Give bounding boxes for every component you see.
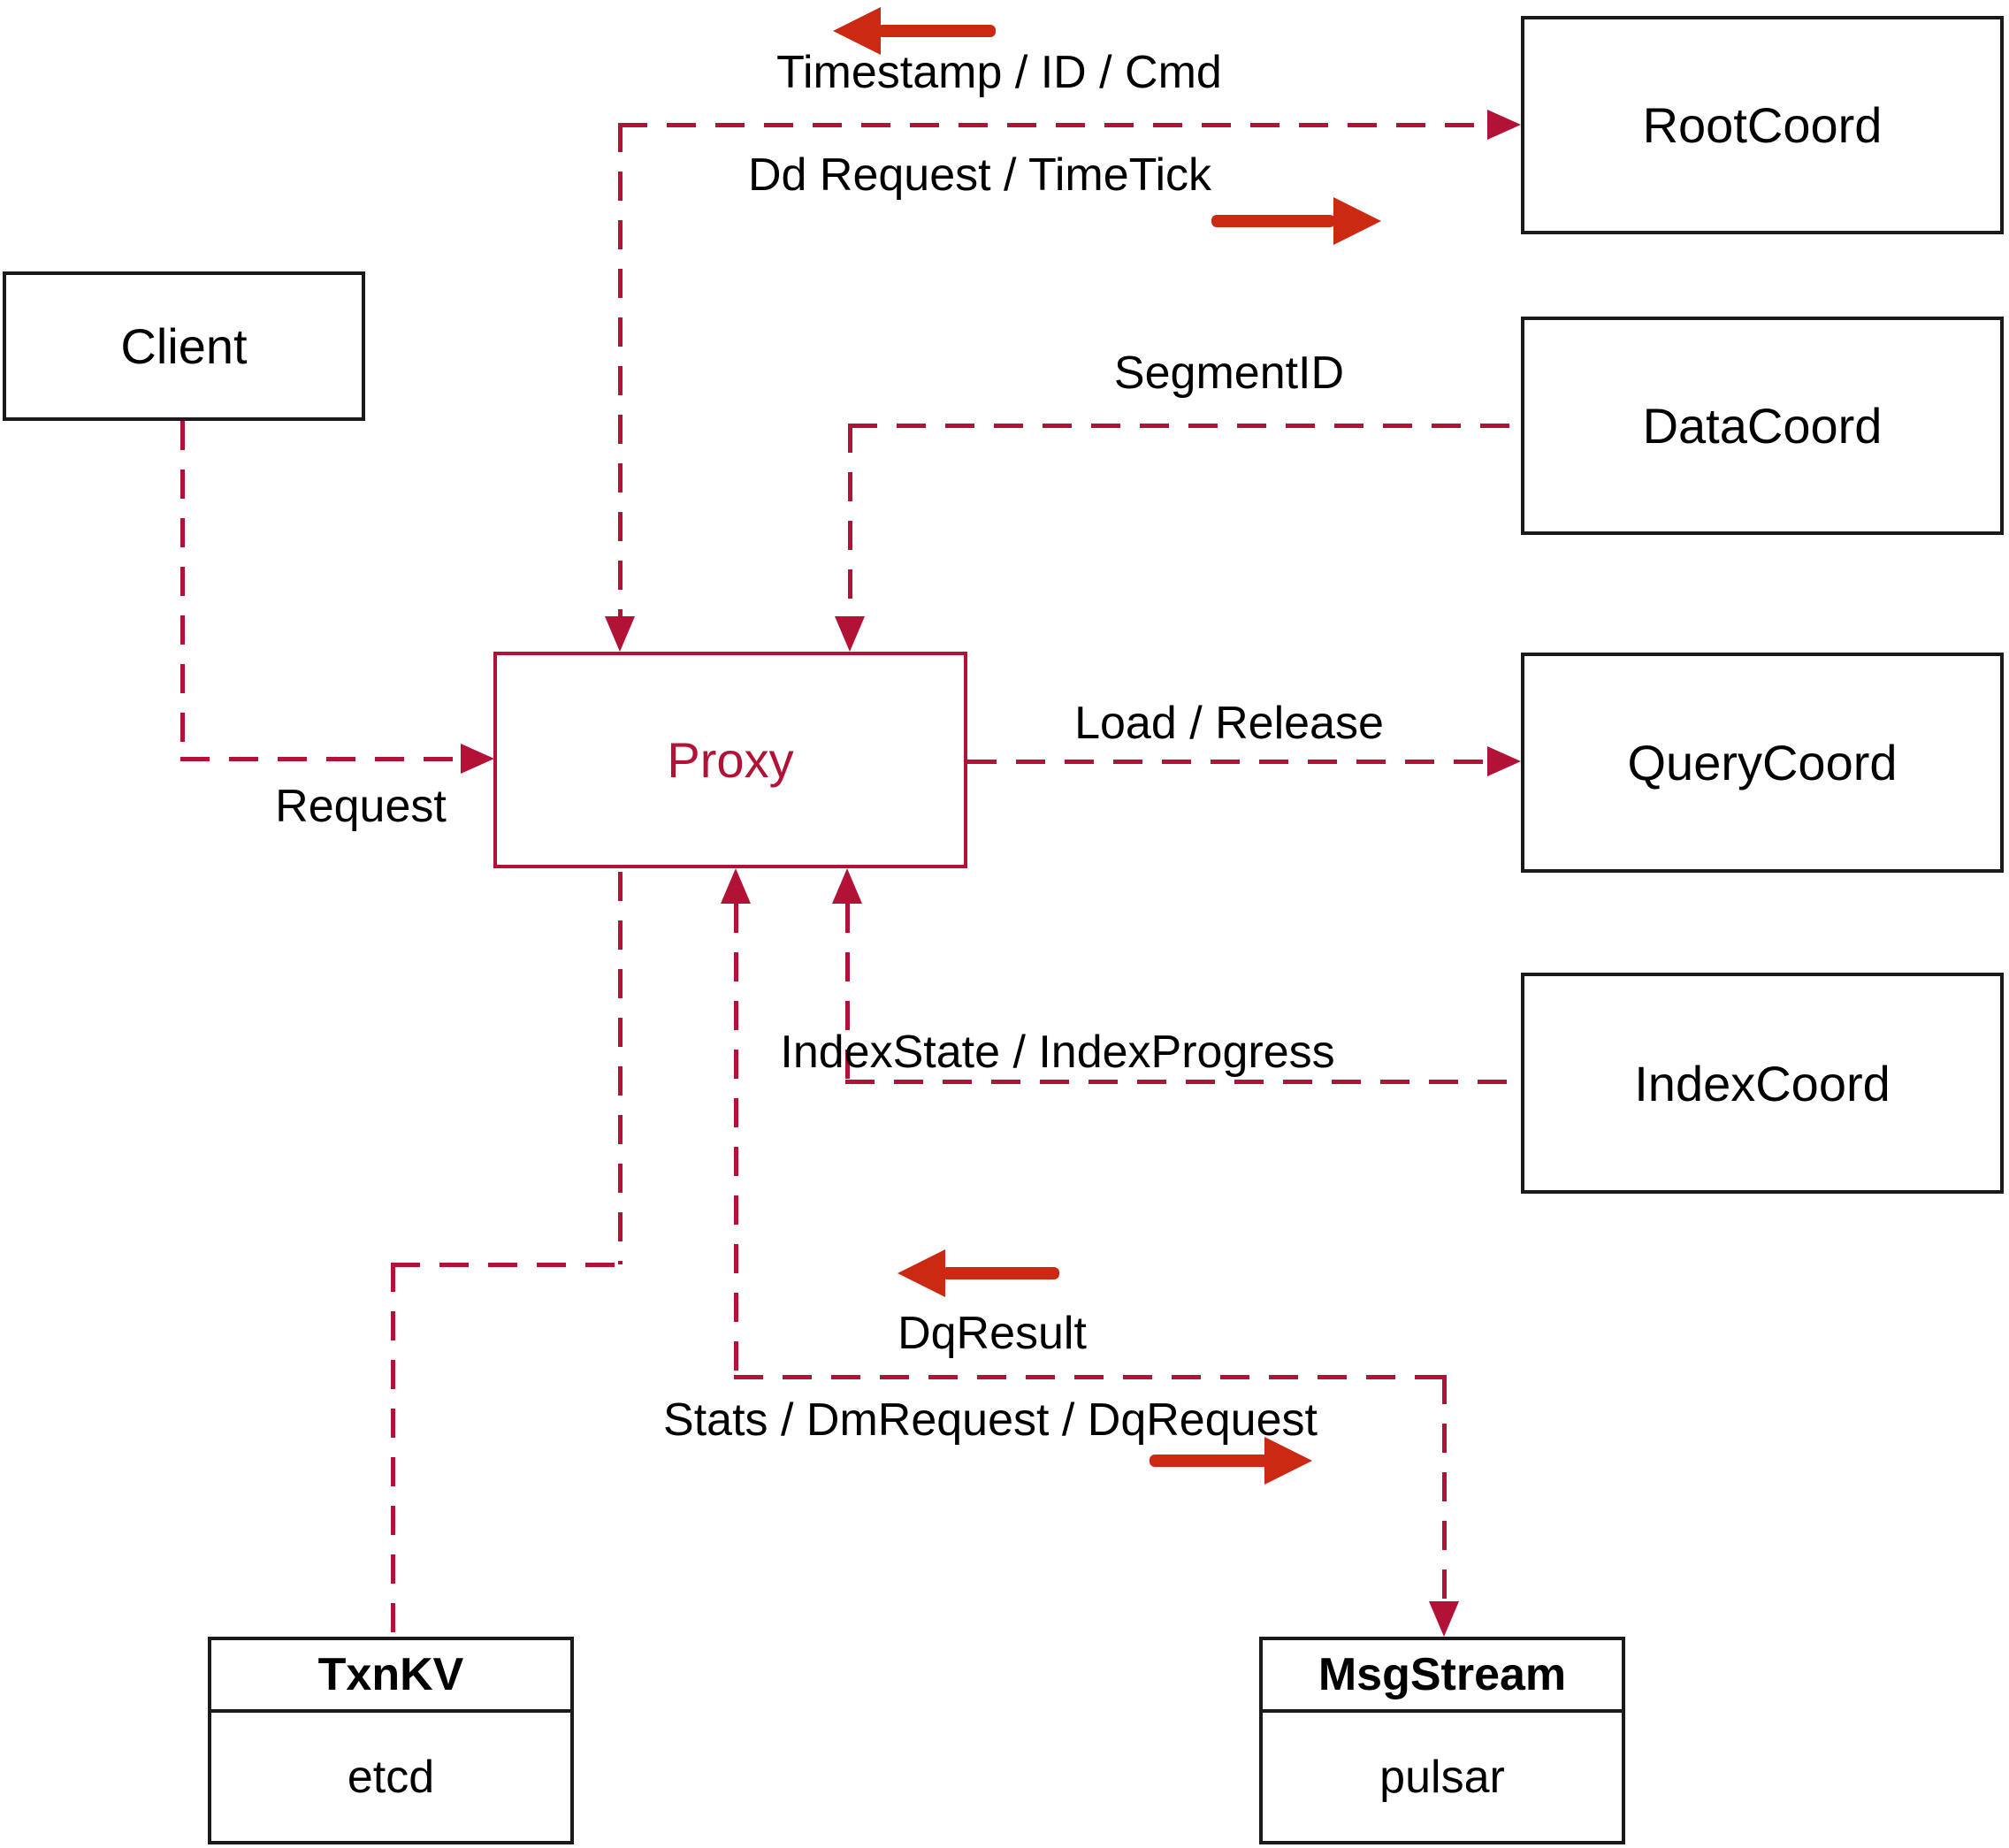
node-rootcoord-label: RootCoord [1642, 97, 1883, 153]
edge-label-stats-dm-dq: Stats / DmRequest / DqRequest [663, 1394, 1318, 1446]
edge-client-proxy-vertical [180, 421, 185, 759]
arrowhead-into-proxy-bottom-right-icon [832, 868, 862, 904]
node-indexcoord: IndexCoord [1521, 973, 2004, 1194]
node-proxy: Proxy [493, 652, 967, 868]
edge-rootcoord-proxy-vertical [618, 123, 623, 616]
edge-proxy-msgstream-vertical2 [1442, 1375, 1447, 1601]
edge-label-dq-result: DqResult [898, 1308, 1087, 1359]
arrow-right-shaft-icon [1211, 215, 1335, 227]
node-datacoord-label: DataCoord [1642, 398, 1883, 454]
node-rootcoord: RootCoord [1521, 16, 2004, 234]
arrow-right2-icon [1264, 1437, 1312, 1485]
edge-proxy-querycoord-horizontal [967, 760, 1487, 764]
arrow-left2-icon [898, 1249, 945, 1297]
node-txnkv-body: etcd [347, 1751, 435, 1803]
edge-label-dd-request-timetick: Dd Request / TimeTick [747, 149, 1212, 201]
arrow-left-icon [833, 7, 881, 55]
node-client-label: Client [120, 318, 248, 374]
arrow-left-shaft-icon [877, 25, 996, 37]
arrowhead-into-proxy-top-left-icon [605, 616, 635, 652]
edge-proxy-txnkv-vertical1 [618, 872, 623, 1264]
node-querycoord: QueryCoord [1521, 653, 2004, 873]
arrowhead-into-querycoord-icon [1487, 746, 1521, 776]
arrow-right-shaft2-icon [1150, 1455, 1269, 1467]
arrow-left-shaft2-icon [942, 1267, 1059, 1279]
edge-proxy-msgstream-horizontal [734, 1375, 1446, 1379]
arrowhead-into-proxy-top-right-icon [835, 616, 865, 652]
edge-label-index-state: IndexState / IndexProgress [780, 1027, 1335, 1078]
node-querycoord-label: QueryCoord [1627, 735, 1898, 790]
edge-proxy-txnkv-horizontal [391, 1263, 623, 1267]
edge-proxy-txnkv-vertical2 [391, 1263, 395, 1637]
node-client: Client [3, 271, 365, 421]
edge-indexcoord-proxy-horizontal [845, 1080, 1521, 1084]
edge-indexcoord-proxy-vertical [845, 904, 850, 1081]
edge-rootcoord-proxy-horizontal [618, 123, 1486, 127]
node-proxy-label: Proxy [667, 732, 794, 788]
edge-label-load-release: Load / Release [1074, 698, 1384, 749]
node-txnkv-title: TxnKV [211, 1640, 570, 1713]
edge-proxy-msgstream-vertical1 [734, 904, 738, 1377]
edge-label-timestamp-id-cmd: Timestamp / ID / Cmd [776, 47, 1222, 98]
edge-client-proxy-horizontal [180, 757, 462, 761]
arrowhead-into-msgstream-icon [1429, 1601, 1459, 1637]
arrowhead-into-rootcoord-icon [1487, 110, 1521, 140]
edge-datacoord-proxy-vertical [848, 424, 852, 616]
node-msgstream-body: pulsar [1379, 1751, 1505, 1803]
node-msgstream: MsgStream pulsar [1259, 1637, 1625, 1844]
arrow-right-icon [1333, 197, 1381, 245]
arrowhead-into-proxy-left-icon [461, 744, 494, 774]
arrowhead-into-proxy-bottom-left-icon [721, 868, 751, 904]
edge-datacoord-proxy-horizontal [848, 424, 1521, 428]
node-msgstream-title: MsgStream [1263, 1640, 1622, 1713]
node-indexcoord-label: IndexCoord [1634, 1055, 1891, 1111]
edge-label-segment-id: SegmentID [1113, 347, 1345, 399]
node-txnkv: TxnKV etcd [208, 1637, 574, 1844]
edge-label-request: Request [275, 781, 447, 832]
node-datacoord: DataCoord [1521, 317, 2004, 535]
